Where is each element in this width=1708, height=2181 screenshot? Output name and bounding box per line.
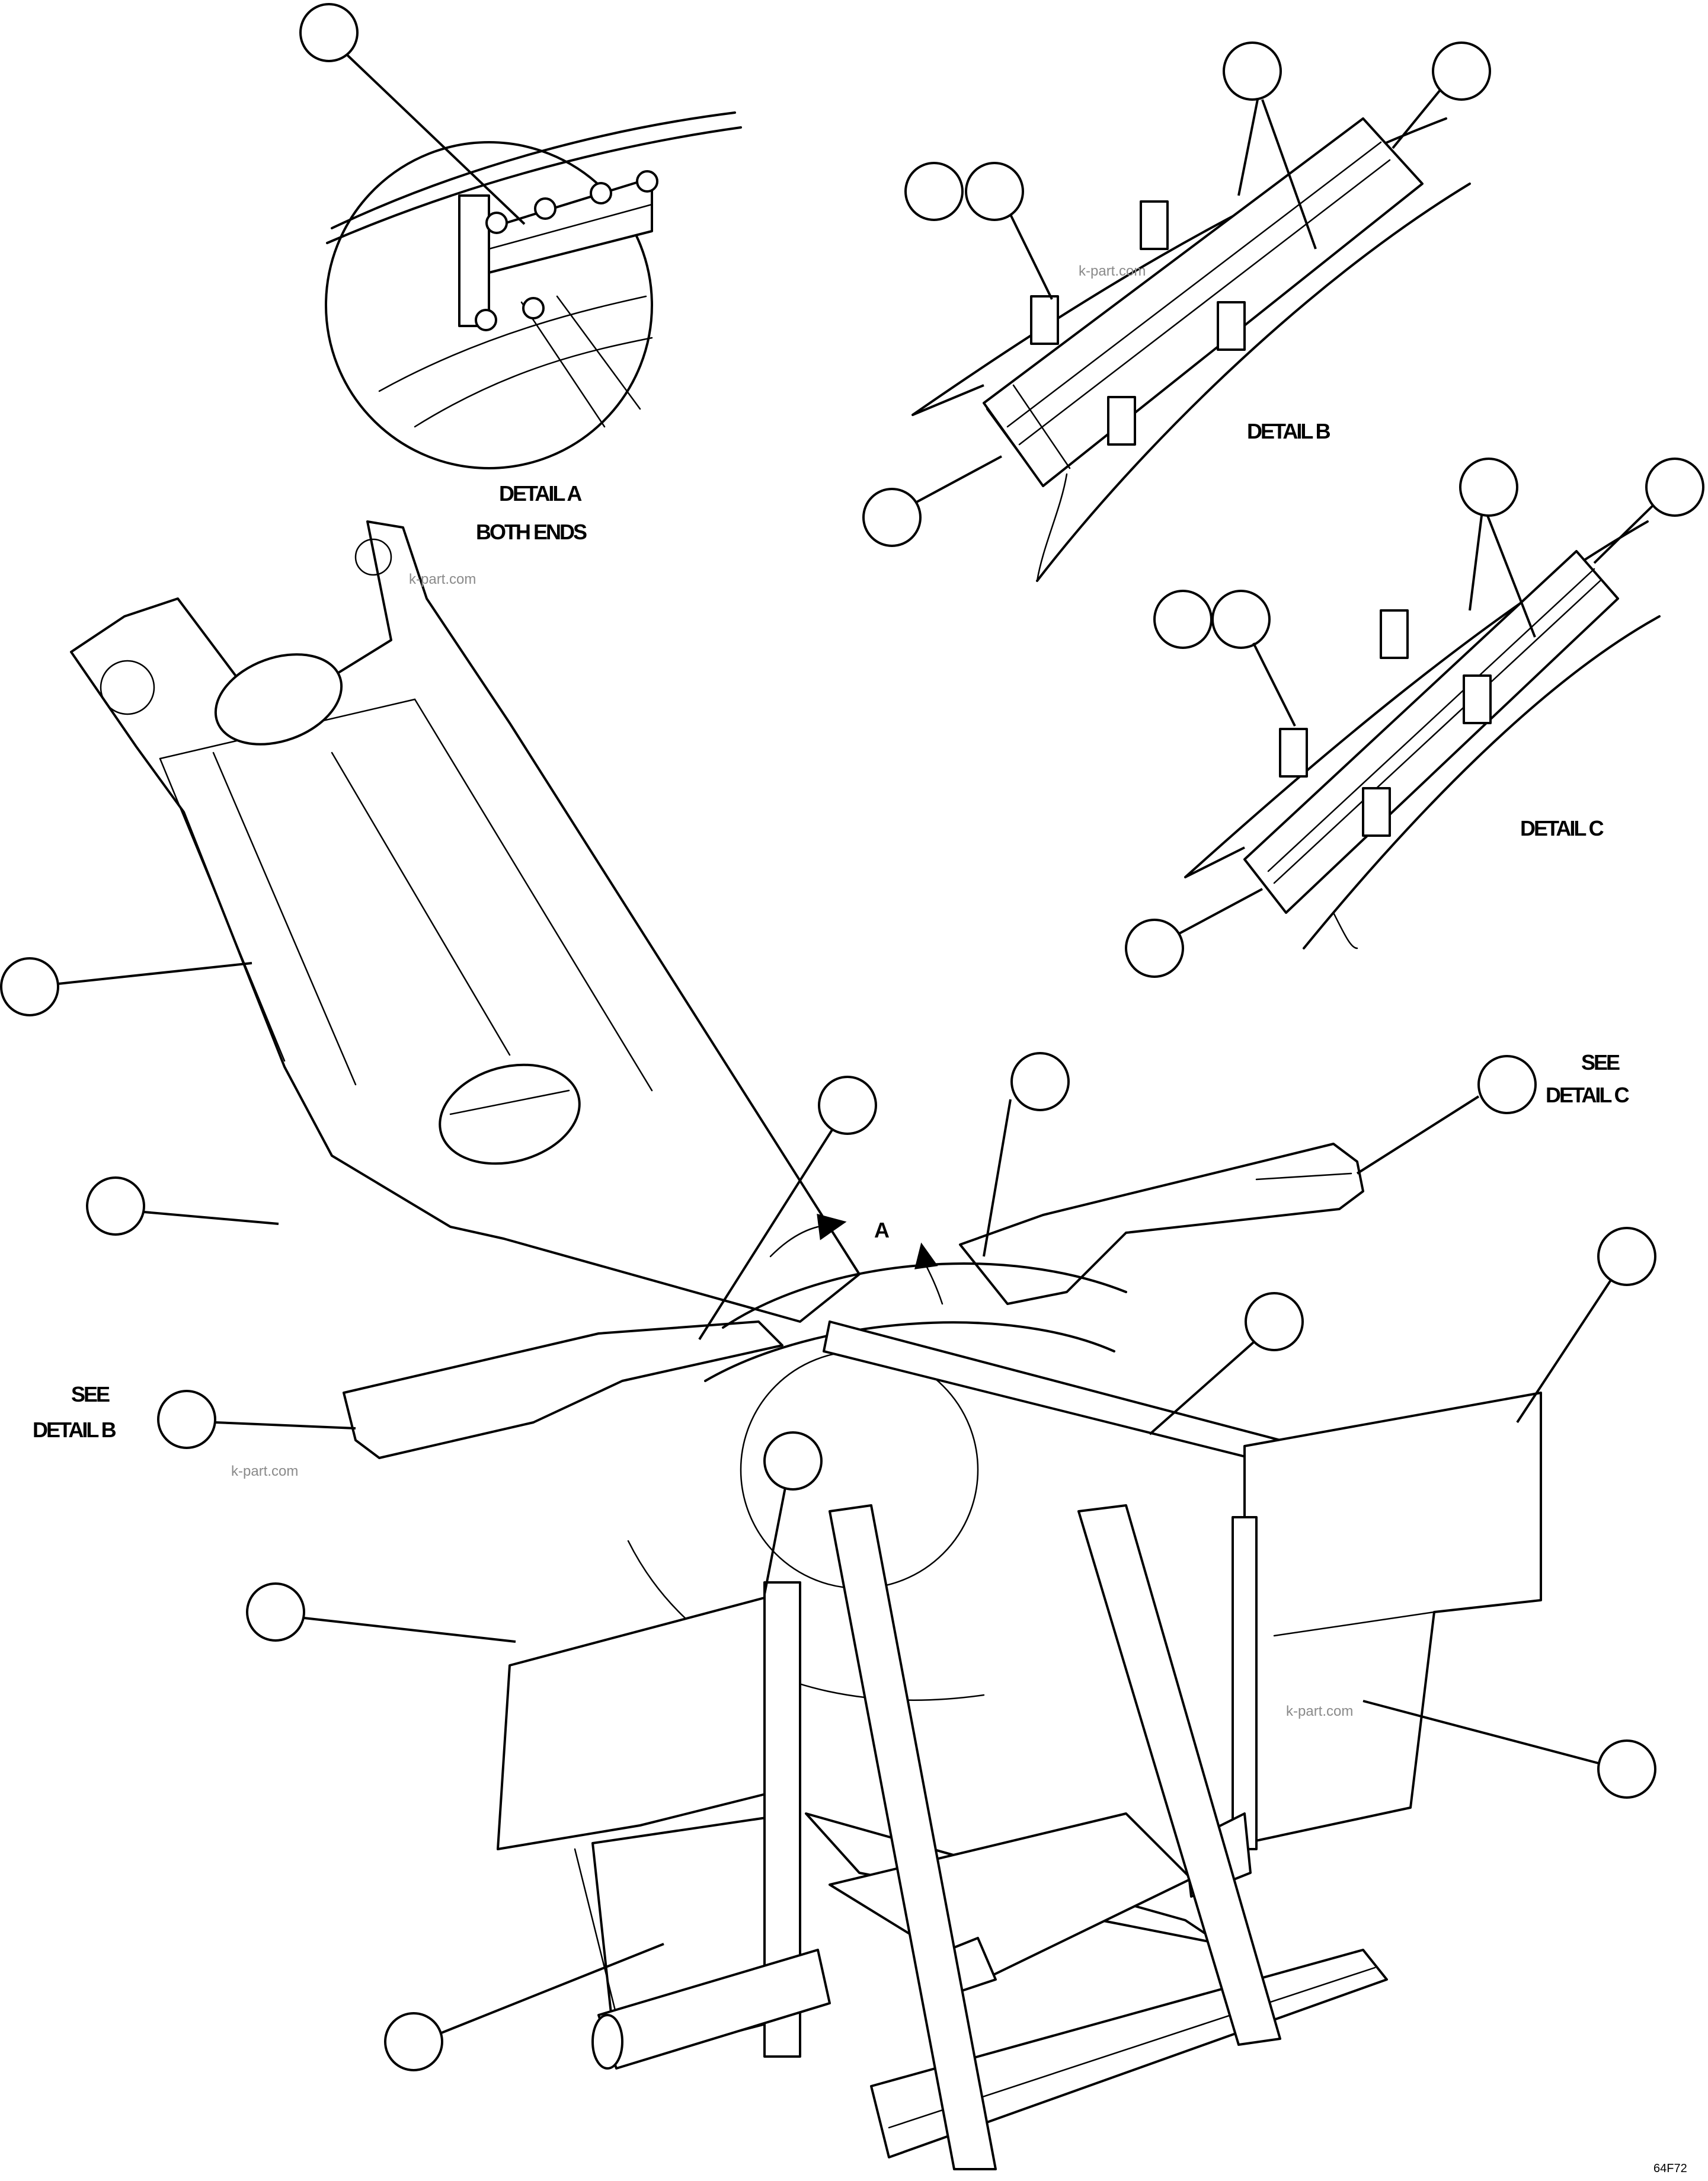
watermarks: k-part.com k-part.com k-part.com k-part.…	[231, 263, 1353, 1719]
callout-6[interactable]	[862, 488, 922, 547]
view-a-label: A	[874, 1218, 890, 1242]
callout-1[interactable]	[299, 3, 359, 62]
watermark-4: k-part.com	[1286, 1703, 1353, 1719]
callout-14[interactable]	[818, 1076, 877, 1135]
text-labels: DETAIL A BOTH ENDS DETAIL B DETAIL C SEE…	[33, 419, 1687, 2175]
watermark-1: k-part.com	[1079, 263, 1146, 279]
callout-2[interactable]	[1223, 41, 1282, 101]
watermark-2: k-part.com	[409, 571, 476, 587]
callout-11[interactable]	[1125, 919, 1184, 978]
watermark-3: k-part.com	[231, 1463, 298, 1479]
detail-c-view	[1184, 520, 1661, 949]
see-detail-b-line2: DETAIL B	[33, 1418, 116, 1442]
callout-20[interactable]	[246, 1582, 305, 1642]
callout-5[interactable]	[965, 162, 1024, 221]
callout-16[interactable]	[1477, 1055, 1537, 1114]
callout-12[interactable]	[0, 957, 59, 1016]
callout-23[interactable]	[384, 2012, 443, 2071]
main-frame-assembly	[70, 520, 1542, 2170]
detail-a-view	[325, 111, 742, 469]
callout-3[interactable]	[1432, 41, 1491, 101]
see-detail-b-line1: SEE	[71, 1382, 110, 1406]
callout-10[interactable]	[1211, 590, 1271, 649]
callout-22[interactable]	[1597, 1739, 1656, 1799]
callout-9[interactable]	[1153, 590, 1213, 649]
see-detail-c-line2: DETAIL C	[1546, 1083, 1630, 1107]
callout-19[interactable]	[1597, 1227, 1656, 1286]
detail-b-view	[911, 117, 1471, 582]
callout-4[interactable]	[904, 162, 964, 221]
see-detail-c-line1: SEE	[1581, 1050, 1620, 1074]
callout-21[interactable]	[763, 1431, 823, 1491]
callouts	[0, 3, 1704, 2071]
callout-18[interactable]	[1245, 1292, 1304, 1351]
detail-a-label: DETAIL A	[499, 481, 582, 506]
callout-15[interactable]	[1010, 1052, 1070, 1111]
drawing-code: 64F72	[1653, 2162, 1687, 2175]
callout-7[interactable]	[1459, 458, 1518, 517]
detail-b-label: DETAIL B	[1247, 419, 1330, 443]
callout-17[interactable]	[157, 1390, 216, 1449]
bolt-heads	[475, 170, 658, 331]
callout-13[interactable]	[86, 1176, 145, 1236]
detail-c-label: DETAIL C	[1520, 816, 1604, 840]
detail-a-sublabel: BOTH ENDS	[476, 520, 587, 544]
callout-8[interactable]	[1645, 458, 1704, 517]
